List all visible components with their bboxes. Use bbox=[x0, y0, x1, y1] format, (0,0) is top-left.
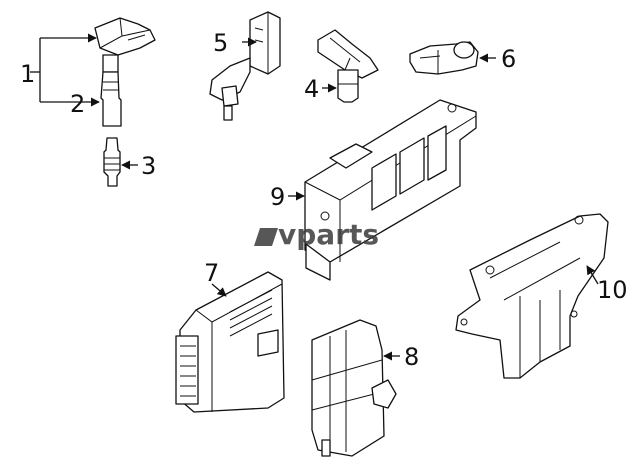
spark-plug[interactable] bbox=[103, 137, 121, 187]
engine-control-unit[interactable] bbox=[175, 271, 285, 413]
callout-labels: 1 2 3 5 4 6 9 7 8 10 bbox=[20, 29, 628, 371]
relay-carrier-8[interactable] bbox=[311, 319, 397, 457]
callout-3: 3 bbox=[141, 152, 156, 180]
callout-5: 5 bbox=[213, 29, 228, 57]
callout-1: 1 bbox=[20, 60, 35, 88]
callout-6: 6 bbox=[501, 45, 516, 73]
callout-8: 8 bbox=[404, 343, 419, 371]
watermark-text: vparts bbox=[278, 218, 379, 251]
logo-mark bbox=[254, 228, 278, 246]
sensor-6[interactable] bbox=[409, 41, 479, 75]
position-sensor-bracket[interactable] bbox=[209, 11, 281, 121]
callout-2: 2 bbox=[70, 90, 85, 118]
leader-lines bbox=[30, 33, 599, 361]
callout-9: 9 bbox=[270, 183, 285, 211]
mounting-bracket-10[interactable] bbox=[455, 213, 609, 379]
control-module-9[interactable] bbox=[304, 99, 477, 281]
watermark-logo: vparts bbox=[254, 218, 379, 251]
callout-10: 10 bbox=[597, 276, 628, 304]
callout-7: 7 bbox=[204, 259, 219, 287]
ignition-coil[interactable] bbox=[94, 17, 156, 73]
callout-4: 4 bbox=[304, 75, 319, 103]
spark-plug-boot[interactable] bbox=[100, 71, 122, 127]
camshaft-sensor[interactable] bbox=[317, 29, 379, 103]
